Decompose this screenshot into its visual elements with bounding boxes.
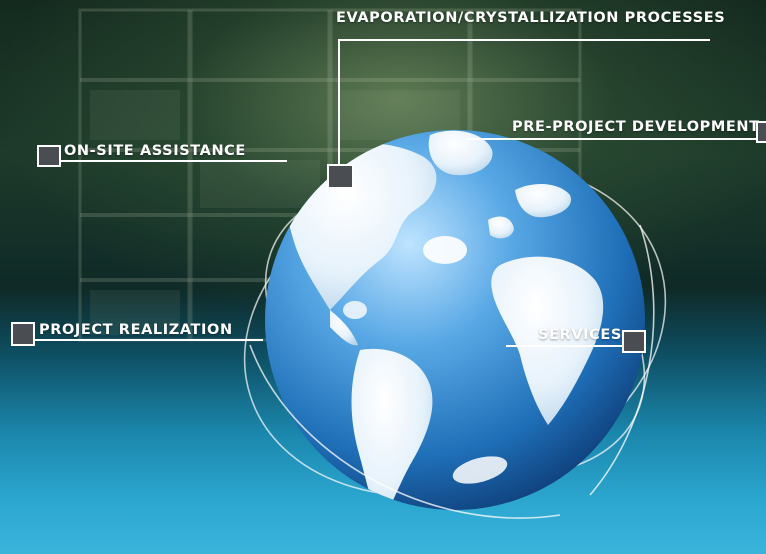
label-services[interactable]: SERVICES [538, 327, 622, 343]
connector-line [35, 339, 263, 341]
square-marker-icon [37, 145, 61, 167]
globe-icon [243, 130, 667, 519]
label-project-realization[interactable]: PROJECT REALIZATION [39, 322, 233, 338]
square-marker-icon [756, 121, 766, 143]
label-on-site-assistance[interactable]: ON-SITE ASSISTANCE [64, 143, 246, 159]
connector-line [466, 138, 756, 140]
square-marker-icon [622, 330, 646, 353]
connector-line [61, 160, 287, 162]
label-pre-project-development[interactable]: PRE-PROJECT DEVELOPMENT [512, 119, 760, 135]
connector-line [338, 39, 710, 41]
connector-line [506, 345, 624, 347]
label-evaporation-crystallization[interactable]: EVAPORATION/CRYSTALLIZATION PROCESSES [336, 10, 726, 26]
square-marker-icon [11, 322, 35, 346]
connector-line [338, 39, 340, 165]
square-marker-icon [327, 164, 354, 189]
